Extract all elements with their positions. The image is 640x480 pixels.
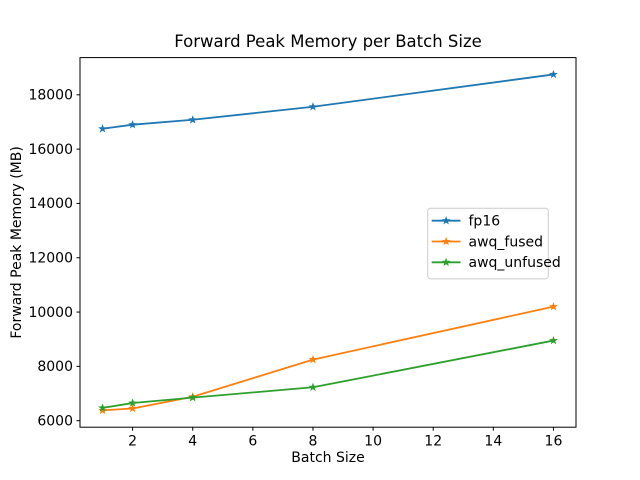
marker-awq_fused	[308, 354, 318, 364]
marker-awq_fused	[98, 405, 107, 415]
marker-awq_unfused	[308, 382, 318, 391]
x-tick-label: 14	[484, 434, 502, 450]
plot-layer: 2 4 6 8 10 12 14 16 6000 8000 10000 12000 14000 16000…	[28, 57, 577, 450]
y-tick-label: 14000	[28, 196, 73, 212]
plot-border	[79, 57, 577, 428]
marker-fp16	[128, 120, 137, 129]
y-tick-label: 18000	[28, 88, 73, 104]
legend-marker-awq_fused	[441, 236, 451, 246]
series-line-awq_unfused	[101, 339, 555, 409]
legend-marker-fp16	[441, 216, 451, 225]
x-tick-label: 10	[364, 434, 382, 450]
x-tick-label: 8	[309, 434, 318, 450]
marker-fp16	[308, 102, 318, 111]
y-tick-label: 12000	[28, 251, 73, 267]
x-tick-label: 12	[424, 434, 442, 450]
series-line-fp16	[101, 73, 555, 130]
x-tick-label: 6	[248, 434, 257, 450]
legend-label-awq_fused: awq_fused	[469, 234, 544, 250]
marker-awq_unfused	[128, 398, 137, 407]
y-tick-label: 10000	[28, 305, 73, 321]
y-tick-label: 8000	[37, 359, 73, 375]
y-tick-label: 16000	[28, 142, 73, 158]
marker-fp16	[188, 115, 198, 124]
marker-awq_unfused	[188, 393, 198, 402]
y-tick-label: 6000	[37, 413, 73, 429]
marker-awq_unfused	[549, 335, 558, 345]
y-axis-label: Forward Peak Memory (MB)	[9, 146, 25, 338]
legend-box	[427, 207, 549, 280]
legend-marker-awq_unfused	[441, 257, 451, 267]
legend-label-awq_unfused: awq_unfused	[469, 255, 561, 271]
legend-label-fp16: fp16	[469, 214, 501, 230]
marker-fp16	[98, 124, 107, 133]
x-tick-label: 2	[128, 434, 137, 450]
x-tick-label: 16	[545, 434, 563, 450]
x-tick-label: 4	[188, 434, 197, 450]
series-line-awq_fused	[101, 305, 555, 412]
marker-awq_fused	[549, 302, 558, 311]
x-axis-label: Batch Size	[291, 450, 364, 466]
marker-awq_fused	[128, 403, 137, 413]
chart-title: Forward Peak Memory per Batch Size	[174, 32, 482, 51]
marker-fp16	[549, 69, 558, 79]
marker-awq_unfused	[98, 403, 107, 412]
